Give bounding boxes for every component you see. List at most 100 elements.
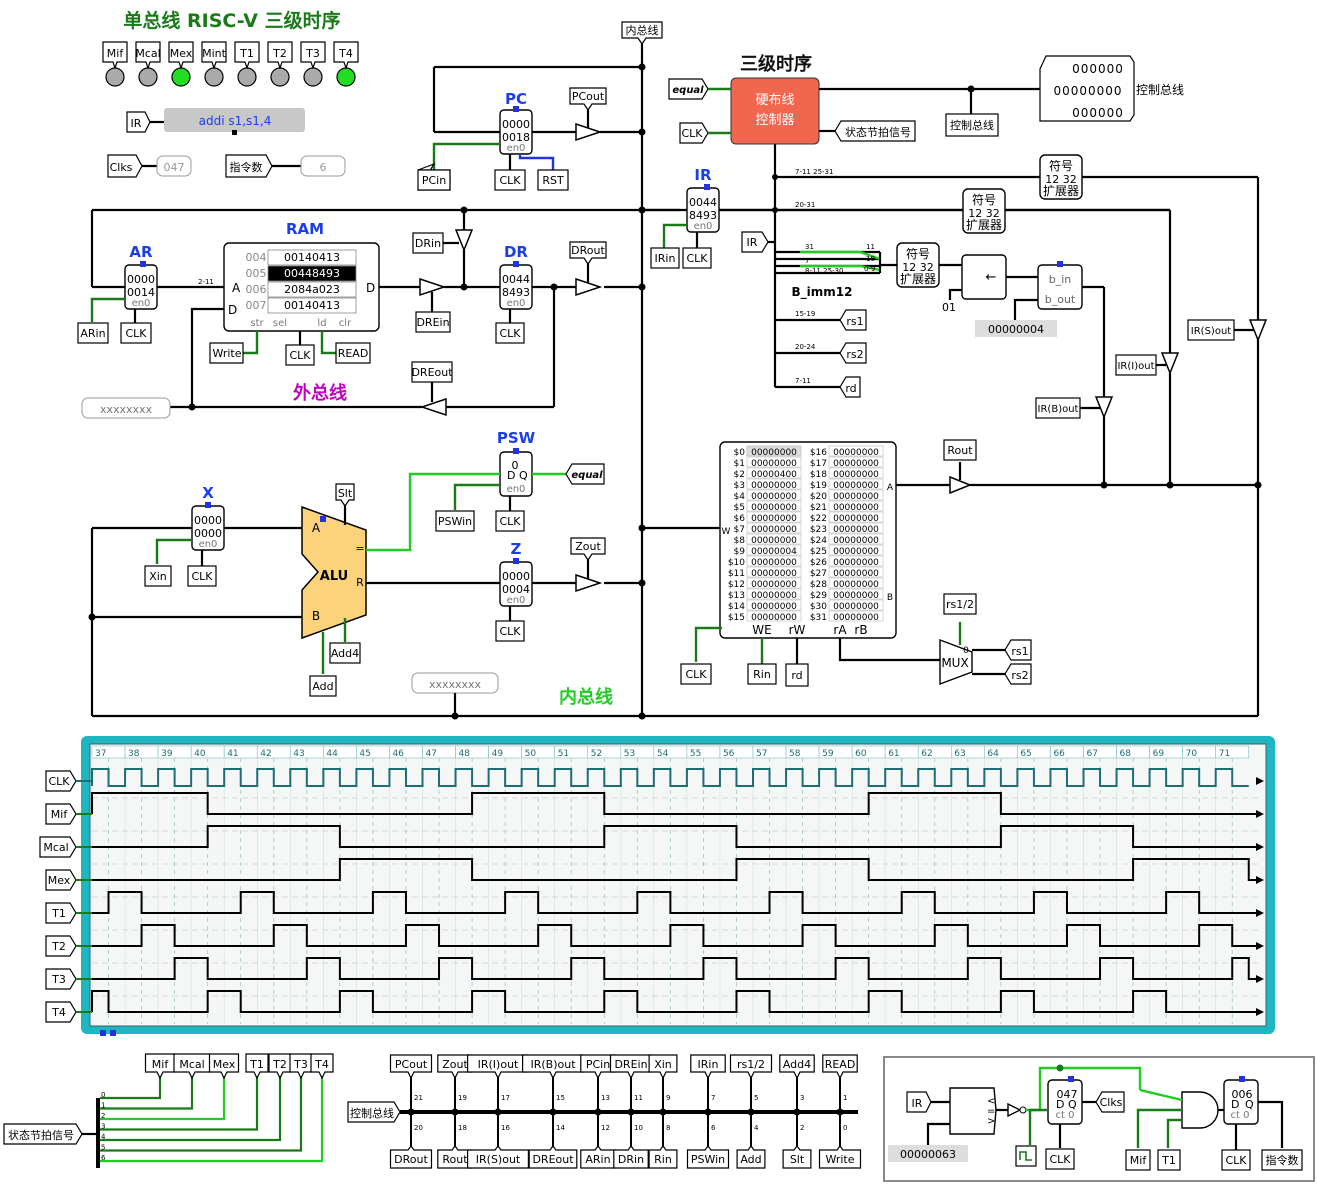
svg-text:WE: WE bbox=[752, 623, 771, 637]
svg-text:B: B bbox=[887, 593, 893, 603]
ctrl-signal: IR(B)out bbox=[530, 1058, 576, 1071]
waveform-T2 bbox=[92, 924, 1262, 947]
svg-text:RST: RST bbox=[542, 174, 564, 187]
svg-text:Rin: Rin bbox=[753, 668, 771, 681]
tick-label: 51 bbox=[558, 749, 569, 759]
svg-text:0044: 0044 bbox=[502, 273, 530, 286]
reg-name: $17 bbox=[810, 459, 827, 469]
reg-value: 00000000 bbox=[751, 514, 797, 524]
svg-text:rs1: rs1 bbox=[846, 315, 863, 328]
bit-label: 6 bbox=[711, 1124, 716, 1132]
bit-label: 3 bbox=[800, 1094, 804, 1102]
svg-text:D: D bbox=[228, 303, 237, 317]
svg-text:ld: ld bbox=[317, 318, 326, 329]
svg-text:Slt: Slt bbox=[338, 487, 353, 500]
svg-text:ct 0: ct 0 bbox=[1231, 1110, 1250, 1121]
reg-value: 00000000 bbox=[751, 591, 797, 601]
reg-value: 00000000 bbox=[833, 591, 879, 601]
bit-label: 2 bbox=[101, 1112, 105, 1120]
led-indicator bbox=[303, 67, 323, 87]
svg-text:CLK: CLK bbox=[686, 252, 708, 265]
reg-name: $5 bbox=[734, 503, 745, 513]
reg-name: $3 bbox=[734, 481, 745, 491]
tick-label: 47 bbox=[426, 749, 437, 759]
svg-text:en0: en0 bbox=[507, 595, 526, 606]
dr-register: DRin DREin DR 0044 8493 en0 DRout DREout… bbox=[411, 210, 607, 417]
ctrl-signal: Add bbox=[740, 1153, 761, 1166]
led-0: Mif bbox=[102, 41, 128, 87]
svg-text:Add: Add bbox=[312, 680, 333, 693]
reg-name: $1 bbox=[734, 459, 745, 469]
waveform-T3 bbox=[92, 957, 1262, 980]
svg-text:006: 006 bbox=[1232, 1088, 1253, 1101]
bit-label: 1 bbox=[843, 1094, 847, 1102]
svg-text:IR(I)out: IR(I)out bbox=[1117, 361, 1154, 372]
instruction-count: 指令数 6 bbox=[225, 154, 346, 178]
svg-text:equal: equal bbox=[672, 85, 704, 96]
svg-text:R: R bbox=[356, 576, 364, 589]
svg-text:PSW: PSW bbox=[497, 429, 536, 447]
reg-name: $21 bbox=[810, 503, 827, 513]
bit-label: 16 bbox=[501, 1124, 510, 1132]
signal-label: T2 bbox=[51, 940, 66, 953]
svg-text:20-24: 20-24 bbox=[795, 343, 816, 351]
ctrl-signal: Rin bbox=[654, 1153, 672, 1166]
state-signal: Mex bbox=[213, 1058, 236, 1071]
svg-text:00000004: 00000004 bbox=[988, 323, 1044, 336]
signal-label: T3 bbox=[51, 973, 66, 986]
reg-name: $26 bbox=[810, 558, 827, 568]
svg-text:0000: 0000 bbox=[502, 570, 530, 583]
svg-text:rd: rd bbox=[845, 382, 856, 395]
svg-text:00000000: 00000000 bbox=[1053, 84, 1122, 98]
ram-addr: 006 bbox=[246, 283, 267, 296]
svg-text:0004: 0004 bbox=[502, 583, 530, 596]
svg-text:D: D bbox=[507, 469, 515, 482]
svg-text:T3: T3 bbox=[305, 47, 320, 60]
svg-text:000000: 000000 bbox=[1072, 106, 1124, 120]
svg-text:RAM: RAM bbox=[286, 220, 324, 238]
svg-text:7-11 25-31: 7-11 25-31 bbox=[795, 168, 833, 176]
signal-label: T1 bbox=[51, 907, 66, 920]
tick-label: 50 bbox=[525, 749, 537, 759]
svg-text:PC: PC bbox=[505, 90, 527, 108]
reg-value: 00000000 bbox=[751, 569, 797, 579]
svg-text:11: 11 bbox=[866, 243, 875, 251]
svg-text:CLK: CLK bbox=[1049, 1153, 1071, 1166]
reg-value: 00000000 bbox=[751, 448, 797, 458]
svg-text:equal: equal bbox=[571, 470, 603, 481]
reg-name: $4 bbox=[734, 492, 746, 502]
svg-text:Q: Q bbox=[519, 469, 528, 482]
clks-counter: Clks 047 bbox=[107, 154, 192, 178]
sign-extender-b: 符号 12 32 扩展器 ← 01 b_in b_out 00000004 bbox=[896, 242, 1106, 397]
svg-text:D: D bbox=[366, 281, 375, 295]
svg-text:ct 0: ct 0 bbox=[1056, 1110, 1075, 1121]
reg-value: 00000000 bbox=[833, 470, 879, 480]
sign-extender-s: 符号 12 32 扩展器 bbox=[1039, 154, 1260, 320]
reg-name: $23 bbox=[810, 525, 827, 535]
tick-label: 66 bbox=[1053, 749, 1065, 759]
hardwired-controller: 三级时序 硬布线 控制器 equal CLK 状态节拍信号 控制总线 00000… bbox=[668, 53, 1184, 145]
svg-text:符号: 符号 bbox=[1049, 158, 1073, 173]
svg-text:DR: DR bbox=[504, 243, 528, 261]
bit-label: 9 bbox=[666, 1094, 670, 1102]
state-signal: T4 bbox=[314, 1058, 329, 1071]
svg-text:xxxxxxxx: xxxxxxxx bbox=[429, 678, 482, 691]
tick-label: 55 bbox=[690, 749, 701, 759]
svg-text:CLK: CLK bbox=[191, 570, 213, 583]
svg-text:=: = bbox=[987, 1106, 995, 1117]
reg-name: $11 bbox=[728, 569, 745, 579]
ctrl-signal: PSWin bbox=[691, 1153, 725, 1166]
svg-text:rs2: rs2 bbox=[846, 348, 863, 361]
svg-text:0000: 0000 bbox=[127, 273, 155, 286]
outer-bus-label: 外总线 bbox=[293, 382, 347, 404]
svg-text:三级时序: 三级时序 bbox=[740, 53, 812, 75]
tick-label: 60 bbox=[855, 749, 867, 759]
bit-label: 14 bbox=[556, 1124, 565, 1132]
led-1: Mcal bbox=[135, 41, 161, 87]
reg-value: 00000000 bbox=[833, 525, 879, 535]
svg-text:ALU: ALU bbox=[320, 569, 348, 584]
svg-text:12 32: 12 32 bbox=[968, 207, 1000, 220]
